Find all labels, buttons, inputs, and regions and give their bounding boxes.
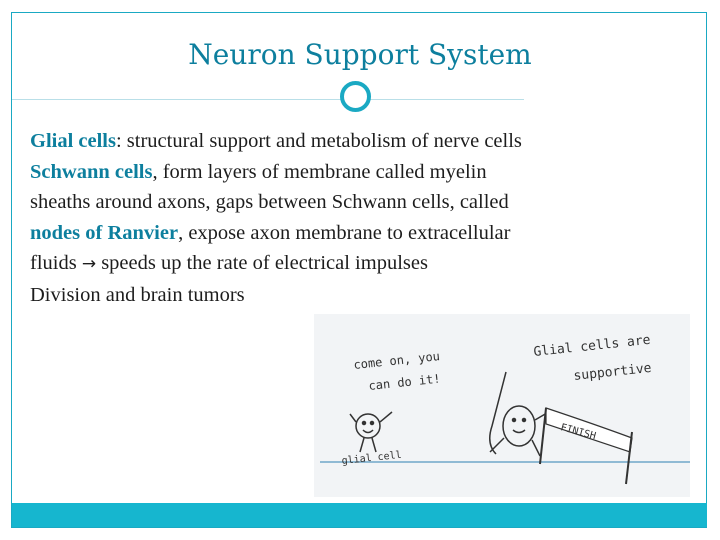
bullet-item: Schwann cells, form layers of membrane c…: [10, 157, 710, 188]
bullet-continuation: sheaths around axons, gaps between Schwa…: [10, 187, 710, 218]
sketch-drawing: come on, you can do it! Glial cells are …: [314, 314, 690, 497]
title-divider: [12, 99, 524, 100]
bullet-text: speeds up the rate of electrical impulse…: [101, 252, 428, 274]
bullet-text: fluids: [30, 252, 77, 274]
bullet-text: , expose axon membrane to extracellular: [178, 221, 511, 244]
bullet-item: Division and brain tumors: [10, 280, 710, 311]
bullet-list: Glial cells: structural support and meta…: [10, 126, 710, 310]
term-nodes-of-ranvier: nodes of Ranvier: [30, 221, 179, 244]
term-glial-cells: Glial cells: [30, 130, 116, 152]
bullet-text: sheaths around axons, gaps between Schwa…: [30, 191, 509, 213]
bullet-text: Division and brain tumors: [30, 283, 245, 306]
right-arrow-icon: →: [81, 254, 97, 274]
term-schwann-cells: Schwann cells: [30, 160, 153, 183]
footer-bar: [12, 503, 707, 527]
bullet-continuation: nodes of Ranvier, expose axon membrane t…: [10, 218, 710, 249]
bullet-text: , form layers of membrane called myelin: [152, 160, 487, 183]
bullet-item: Glial cells: structural support and meta…: [10, 126, 710, 157]
bullet-text: : structural support and metabolism of n…: [115, 130, 522, 152]
glial-cells-sketch-image: come on, you can do it! Glial cells are …: [314, 314, 690, 497]
title-circle-ornament: [340, 81, 371, 112]
glial-cell-figure: [349, 411, 393, 453]
bullet-continuation: fluids → speeds up the rate of electrica…: [10, 248, 710, 280]
slide-frame: [11, 12, 707, 528]
neuron-runner-figure: [489, 371, 553, 457]
slide-title: Neuron Support System: [188, 38, 532, 71]
